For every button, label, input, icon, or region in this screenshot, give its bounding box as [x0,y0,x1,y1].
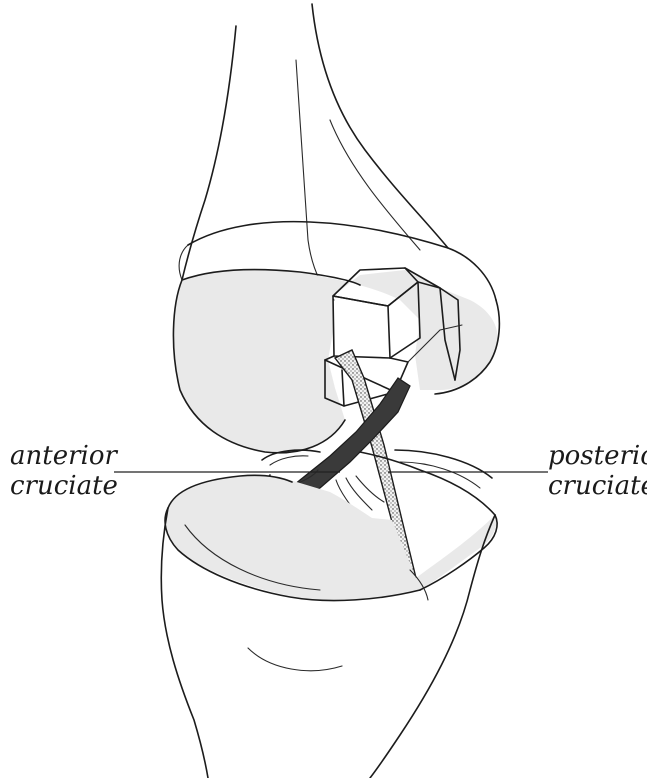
posterior-label-line1: posterior [548,441,647,471]
anterior-label-line1: anterior [10,441,118,471]
anterior-label-line2: cruciate [10,471,118,501]
posterior-label-line2: cruciate [548,471,647,501]
anterior-cruciate-label: anterior cruciate [10,441,118,501]
posterior-cruciate-label: posterior cruciate [548,441,647,501]
femoral-condyles [173,222,499,453]
femur-shaft [182,4,448,300]
